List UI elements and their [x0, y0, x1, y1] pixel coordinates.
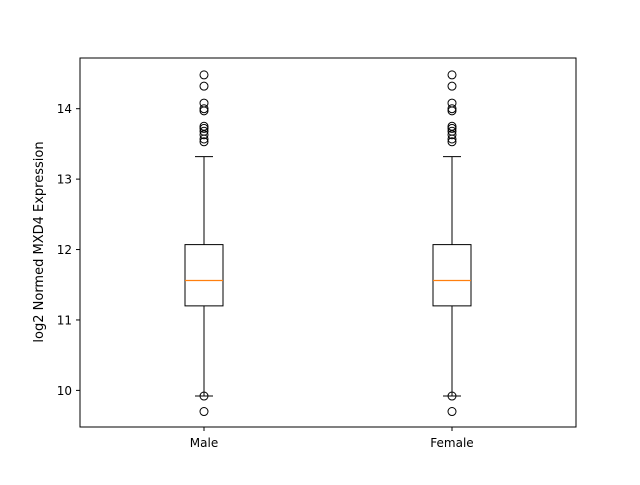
outlier-point: [199, 104, 209, 114]
outlier-point: [447, 126, 457, 136]
outlier-point: [447, 121, 457, 131]
y-tick-label: 11: [57, 313, 72, 327]
box-male: [184, 70, 224, 417]
outlier-point: [447, 137, 457, 147]
outlier-point: [199, 81, 209, 91]
outlier-point: [447, 81, 457, 91]
box-female: [432, 70, 472, 417]
boxes-group: [184, 70, 472, 417]
iqr-box: [184, 244, 224, 307]
x-axis: Male Female: [190, 427, 474, 450]
y-tick-label: 10: [57, 384, 72, 398]
outlier-point: [199, 98, 209, 108]
outlier-point: [447, 104, 457, 114]
outlier-point: [447, 70, 457, 80]
outlier-point: [199, 121, 209, 131]
outlier-point: [199, 137, 209, 147]
outlier-point: [447, 407, 457, 417]
outlier-point: [447, 98, 457, 108]
y-tick-label: 14: [57, 102, 72, 116]
outlier-point: [199, 123, 209, 133]
outlier-point: [199, 126, 209, 136]
outlier-point: [199, 407, 209, 417]
outlier-point: [447, 391, 457, 401]
y-axis: 10 11 12 13 14: [57, 102, 80, 398]
y-tick-label: 13: [57, 173, 72, 187]
x-tick-label: Female: [430, 436, 473, 450]
outlier-point: [199, 391, 209, 401]
outlier-point: [199, 70, 209, 80]
iqr-box: [432, 244, 472, 307]
x-tick-label: Male: [190, 436, 218, 450]
y-tick-label: 12: [57, 243, 72, 257]
plot-area-frame: [79, 57, 577, 428]
y-axis-label: log2 Normed MXD4 Expression: [32, 141, 47, 342]
outlier-point: [447, 123, 457, 133]
